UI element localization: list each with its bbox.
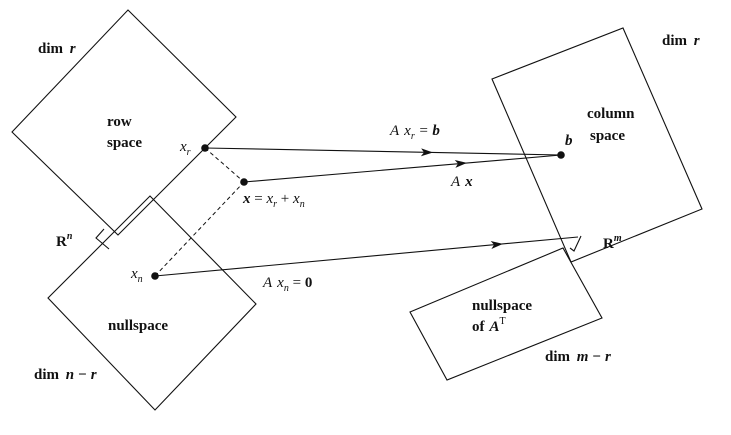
b-label: b xyxy=(565,133,573,149)
nullspace-rectangle xyxy=(47,195,257,411)
right-dim-bottom-label: dim m − r xyxy=(545,349,611,365)
point-xn xyxy=(151,272,159,280)
arrow-A-xr xyxy=(204,147,562,157)
dashed-edge-xn-x xyxy=(154,181,245,277)
column-space-label-line2: space xyxy=(590,128,625,144)
right-angle-marker-right xyxy=(569,235,582,252)
left-dim-label: dim r xyxy=(38,41,76,57)
x-sum-label: x = xr + xn xyxy=(242,191,305,210)
point-x xyxy=(240,178,248,186)
nullspace-label: nullspace xyxy=(108,318,168,334)
left-space-label: Rn xyxy=(56,231,73,250)
point-b xyxy=(557,151,565,159)
column-space-rectangle xyxy=(491,27,703,263)
left-dim-bottom-label: dim n − r xyxy=(34,367,97,383)
right-angle-marker-left xyxy=(95,228,110,250)
column-space-label-line1: column xyxy=(587,106,635,122)
row-space-rectangle xyxy=(11,9,237,236)
left-nullspace-rectangle xyxy=(409,247,603,381)
dashed-edge-xr-x xyxy=(204,147,245,183)
xr-label: xr xyxy=(179,139,191,158)
right-dim-label: dim r xyxy=(662,33,700,49)
left-nullspace-label-line1: nullspace xyxy=(472,298,532,314)
xn-label: xn xyxy=(130,266,143,285)
row-space-label-line1: row xyxy=(107,114,132,130)
arrow-A-x xyxy=(243,154,562,183)
point-xr xyxy=(201,144,209,152)
arrow-A-xn xyxy=(154,236,579,277)
row-space-label-line2: space xyxy=(107,135,142,151)
right-space-label: Rm xyxy=(603,233,622,252)
